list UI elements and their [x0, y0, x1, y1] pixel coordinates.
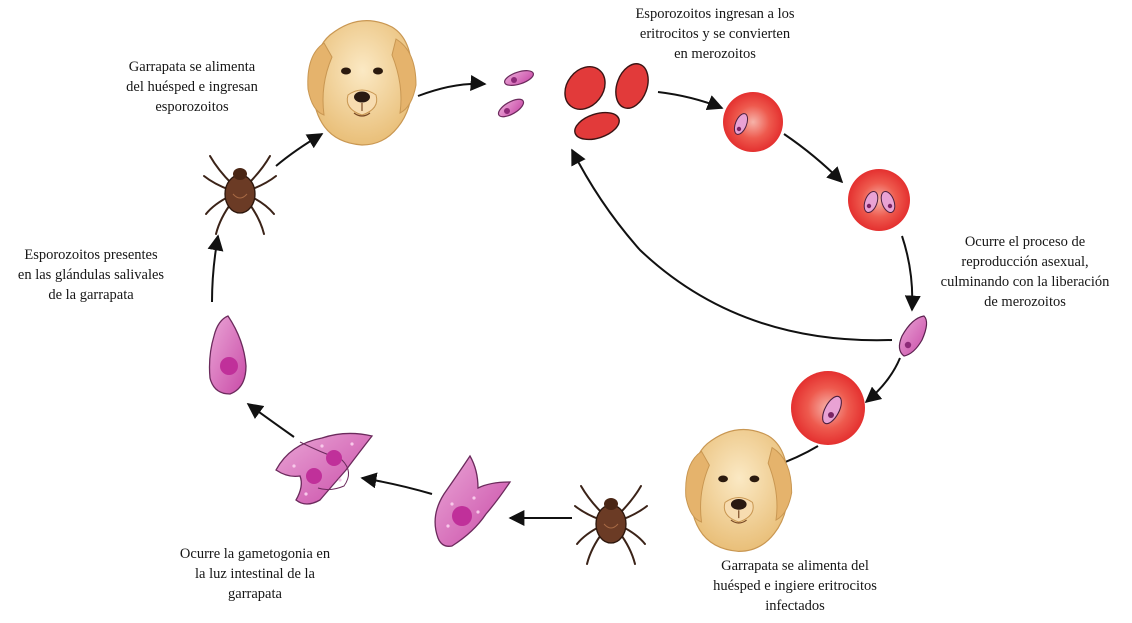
- label-line: Ocurre el proceso de: [925, 232, 1125, 252]
- sporozoite-icon: [496, 68, 535, 121]
- label-line: infectados: [694, 596, 896, 616]
- arrow-tick-to-dog: [276, 134, 322, 166]
- label-line: la luz intestinal de la: [160, 564, 350, 584]
- label-salivary-glands: Esporozoitos presentes en las glándulas …: [2, 245, 180, 305]
- label-line: en merozoitos: [620, 44, 810, 64]
- label-asexual-reproduction: Ocurre el proceso de reproducción asexua…: [925, 232, 1125, 312]
- arrow-rbc-to-infected: [658, 92, 722, 108]
- infected-erythrocyte-2-icon: [791, 371, 865, 445]
- label-line: de merozoitos: [925, 292, 1125, 312]
- label-line: culminando con la liberación: [925, 272, 1125, 292]
- label-line: Garrapata se alimenta: [100, 57, 284, 77]
- label-host-feeding: Garrapata se alimenta del huésped e ingr…: [100, 57, 284, 117]
- arrow-dog-to-sporozoites: [418, 84, 485, 96]
- label-line: Ocurre la gametogonia en: [160, 544, 350, 564]
- label-line: Garrapata se alimenta del: [694, 556, 896, 576]
- label-line: garrapata: [160, 584, 350, 604]
- label-line: huésped e ingiere eritrocitos: [694, 576, 896, 596]
- label-tick-ingests: Garrapata se alimenta del huésped e ingi…: [694, 556, 896, 616]
- label-line: del huésped e ingresan: [100, 77, 284, 97]
- label-sporozoites-enter: Esporozoitos ingresan a los eritrocitos …: [620, 4, 810, 64]
- label-line: Esporozoitos presentes: [2, 245, 180, 265]
- arrow-kinete-to-tick: [212, 236, 218, 302]
- zygote-icon: [276, 433, 372, 504]
- arrow-merozoite-to-rbc-loop: [572, 150, 892, 340]
- label-line: en las glándulas salivales: [2, 265, 180, 285]
- gamete-icon: [435, 456, 510, 546]
- dog-head-2-icon: [686, 429, 792, 551]
- label-line: Esporozoitos ingresan a los: [620, 4, 810, 24]
- merozoite-icon: [899, 316, 926, 356]
- tick-icon: [204, 156, 276, 234]
- erythrocyte-icon: [557, 59, 654, 145]
- label-line: reproducción asexual,: [925, 252, 1125, 272]
- dog-head-icon: [308, 21, 416, 145]
- arrow-infected-to-dividing: [784, 134, 842, 182]
- arrow-merozoite-to-rbc2: [866, 358, 900, 402]
- arrow-zygote-to-kinete: [248, 404, 294, 437]
- infected-erythrocyte-icon: [723, 92, 783, 152]
- tick-2-icon: [575, 486, 647, 564]
- label-line: eritrocitos y se convierten: [620, 24, 810, 44]
- label-line: esporozoitos: [100, 97, 284, 117]
- dividing-erythrocyte-icon: [848, 169, 910, 231]
- label-line: de la garrapata: [2, 285, 180, 305]
- kinete-icon: [210, 316, 247, 394]
- arrow-gamete-to-zygote: [362, 478, 432, 494]
- arrow-dividing-to-merozoite: [902, 236, 912, 310]
- label-gametogony: Ocurre la gametogonia en la luz intestin…: [160, 544, 350, 604]
